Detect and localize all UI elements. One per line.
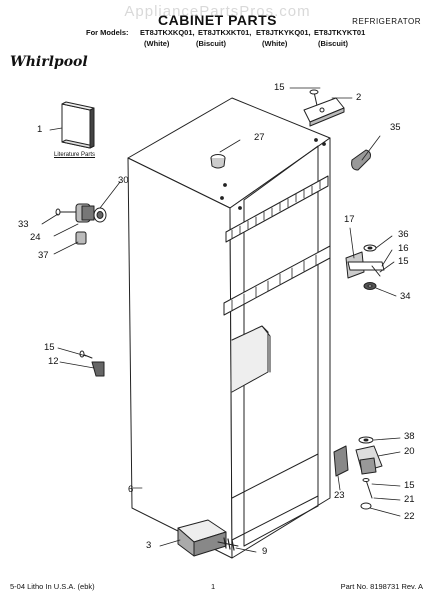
leveling-foot-icon [177, 519, 239, 557]
model-code-2: ET8JTKXKT01, [198, 28, 252, 37]
model-color-3: (White) [262, 39, 288, 48]
callout-34: 34 [400, 291, 411, 302]
model-color-1: (White) [144, 39, 170, 48]
bottom-hinge-icon [355, 436, 383, 510]
models-prefix: For Models: [86, 28, 129, 37]
handle-assembly-icon [55, 203, 107, 245]
callout-30: 30 [118, 175, 129, 186]
callout-2: 2 [356, 92, 362, 103]
footer-page-number: 1 [211, 582, 216, 591]
callout-23: 23 [334, 490, 345, 501]
callout-17: 17 [344, 214, 355, 225]
callout-37: 37 [38, 250, 49, 261]
footer-part-number: Part No. 8198731 Rev. A [340, 582, 423, 591]
page-title: CABINET PARTS [157, 12, 278, 28]
watermark-text: AppliancePartsPros.com [124, 3, 311, 20]
callout-9: 9 [262, 546, 268, 557]
shim-icon [333, 445, 349, 477]
model-color-4: (Biscuit) [318, 39, 348, 48]
callout-24: 24 [30, 232, 41, 243]
callout-12: 12 [48, 356, 59, 367]
top-hinge-icon [303, 97, 345, 127]
callout-15-left: 15 [44, 342, 55, 353]
callout-20: 20 [404, 446, 415, 457]
leader-lines [41, 87, 401, 553]
callout-33: 33 [18, 219, 29, 230]
model-code-3: ET8JTKYKQ01, [256, 28, 311, 37]
callout-1: 1 [37, 124, 43, 135]
model-code-1: ET8JTKXKQ01, [140, 28, 195, 37]
literature-book-icon [61, 101, 95, 149]
center-hinge-icon [345, 244, 385, 290]
plug-part-icon [210, 154, 226, 169]
callout-3: 3 [146, 540, 152, 551]
callout-6: 6 [128, 484, 134, 495]
literature-parts-label: Literature Parts [54, 152, 96, 158]
callout-21: 21 [404, 494, 415, 505]
callout-22: 22 [404, 511, 415, 522]
category-label: REFRIGERATOR [352, 17, 421, 26]
callout-15-bottom: 15 [404, 480, 415, 491]
callout-16: 16 [398, 243, 409, 254]
callout-38: 38 [404, 431, 415, 442]
footer-print-info: 5-04 Litho In U.S.A. (ebk) [10, 582, 95, 591]
callout-15-top: 15 [274, 82, 285, 93]
cabinet-body [127, 97, 331, 559]
callout-15-center: 15 [398, 256, 409, 267]
callout-27: 27 [254, 132, 265, 143]
callout-36: 36 [398, 229, 409, 240]
door-stop-icon [79, 350, 105, 377]
callout-35: 35 [390, 122, 401, 133]
model-color-2: (Biscuit) [196, 39, 226, 48]
model-code-4: ET8JTKYKT01 [314, 28, 366, 37]
brand-logo: Whirlpool [10, 54, 88, 70]
